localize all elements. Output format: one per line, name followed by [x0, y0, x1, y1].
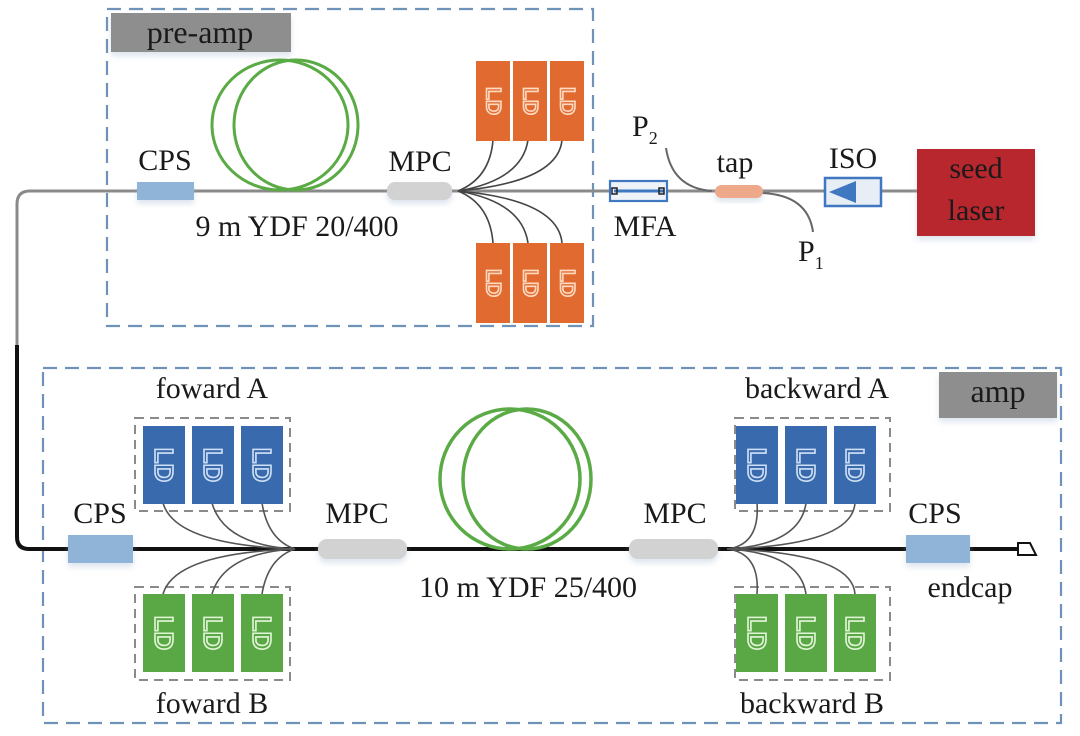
- pre-amp-fiber-coil: [210, 58, 360, 192]
- isolator-arrow-icon: [829, 181, 856, 203]
- p1-subscript: 1: [815, 253, 824, 273]
- forward-b-ld-3: [241, 594, 283, 672]
- forward-a-label: foward A: [156, 372, 269, 405]
- seed-laser: [917, 149, 1035, 236]
- backward-a-ld-3-label: LD: [840, 448, 870, 483]
- backward-b-ld-group: LD LD LD: [736, 594, 876, 672]
- backward-b-box: [734, 586, 891, 681]
- backward-a-ld-group: LD LD LD: [736, 426, 876, 504]
- backward-a-ld-2: [785, 426, 827, 504]
- tap-p1-branch: [761, 192, 814, 233]
- forward-a-ld-3: [241, 426, 283, 504]
- pre-amp-ld-group-top: LD LD LD: [476, 61, 584, 141]
- amp-fiber-label: 10 m YDF 25/400: [419, 571, 637, 604]
- p1-label: P1: [798, 235, 824, 273]
- amp-cps-right: [906, 535, 970, 563]
- endcap-icon: [1017, 542, 1038, 556]
- forward-b-ld-group: LD LD LD: [143, 594, 283, 672]
- forward-pump-fibers: [162, 502, 296, 595]
- amp-fiber-coil: [438, 407, 593, 551]
- pre-amp-fiber-line: [15, 189, 920, 345]
- amp-cps-left-label: CPS: [73, 497, 126, 530]
- forward-a-ld-group: LD LD LD: [143, 426, 283, 504]
- forward-a-ld-1-label: LD: [149, 448, 179, 483]
- amp-frame: [41, 366, 1063, 725]
- p2-subscript: 2: [649, 128, 658, 148]
- forward-b-ld-1: [143, 594, 185, 672]
- backward-a-ld-1-label: LD: [742, 448, 772, 483]
- forward-b-label: foward B: [156, 687, 268, 720]
- amp-mpc-left-label: MPC: [325, 497, 388, 530]
- amp-mpc-right-label: MPC: [643, 497, 706, 530]
- backward-b-label: backward B: [740, 687, 884, 720]
- p2-label: P2: [632, 110, 658, 148]
- forward-a-ld-2: [192, 426, 234, 504]
- mfa-label: MFA: [614, 210, 677, 243]
- pre-amp-top-ld-1: [476, 61, 510, 141]
- pre-amp-ld-group-bottom: LD LD LD: [476, 243, 584, 323]
- iso-label: ISO: [829, 142, 877, 175]
- pre-amp-top-ld-3-label: LD: [556, 87, 579, 115]
- pre-amp-title: pre-amp: [147, 14, 254, 50]
- backward-a-label: backward A: [745, 372, 889, 405]
- backward-a-box: [734, 417, 891, 512]
- amp-mpc-right: [629, 539, 718, 559]
- forward-b-box: [134, 586, 291, 681]
- endcap-label: endcap: [928, 571, 1013, 604]
- pre-amp-tag: [111, 13, 291, 52]
- amp-mpc-left: [318, 539, 407, 559]
- backward-b-ld-1: [736, 594, 778, 672]
- tap-label: tap: [717, 146, 754, 179]
- amp-cps-left: [68, 535, 133, 563]
- pre-amp-cps: [137, 182, 194, 200]
- backward-a-ld-3: [834, 426, 876, 504]
- isolator: [823, 176, 883, 208]
- pre-amp-pump-fibers: [457, 139, 563, 244]
- backward-b-ld-3: [834, 594, 876, 672]
- tap-p2-branch: [665, 147, 713, 192]
- seed-laser-label-1: seed: [949, 152, 1002, 185]
- forward-a-ld-2-label: LD: [198, 448, 228, 483]
- backward-b-ld-2: [785, 594, 827, 672]
- pre-amp-mpc-label: MPC: [388, 145, 451, 178]
- forward-b-ld-2-label: LD: [198, 616, 228, 651]
- pre-amp-bottom-ld-2-label: LD: [519, 269, 542, 297]
- pre-amp-bottom-ld-2: [513, 243, 547, 323]
- backward-pump-fibers: [726, 502, 856, 595]
- forward-a-ld-1: [143, 426, 185, 504]
- backward-a-ld-2-label: LD: [791, 448, 821, 483]
- amp-cps-right-label: CPS: [908, 497, 961, 530]
- pre-amp-bottom-ld-3-label: LD: [556, 269, 579, 297]
- pre-amp-cps-label: CPS: [138, 144, 191, 177]
- forward-b-ld-3-label: LD: [247, 616, 277, 651]
- amp-title: amp: [970, 373, 1025, 409]
- pre-amp-bottom-ld-3: [550, 243, 584, 323]
- tap-coupler: [715, 185, 763, 198]
- backward-a-ld-1: [736, 426, 778, 504]
- amp-tag: [939, 372, 1057, 418]
- pre-amp-bottom-ld-1-label: LD: [482, 269, 505, 297]
- forward-a-box: [134, 417, 291, 512]
- forward-b-ld-1-label: LD: [149, 616, 179, 651]
- p1-main: P: [798, 235, 815, 268]
- forward-a-ld-3-label: LD: [247, 448, 277, 483]
- backward-b-ld-1-label: LD: [742, 616, 772, 651]
- pre-amp-frame: [105, 7, 595, 328]
- seed-laser-label-2: laser: [948, 194, 1005, 227]
- pre-amp-mpc: [387, 182, 452, 200]
- backward-b-ld-3-label: LD: [840, 616, 870, 651]
- amp-fiber-line: [15, 345, 1018, 551]
- mfa: [608, 179, 669, 203]
- pre-amp-top-ld-2-label: LD: [519, 87, 542, 115]
- pre-amp-top-ld-2: [513, 61, 547, 141]
- backward-b-ld-2-label: LD: [791, 616, 821, 651]
- p2-main: P: [632, 110, 649, 143]
- pre-amp-fiber-label: 9 m YDF 20/400: [195, 210, 398, 243]
- pre-amp-top-ld-3: [550, 61, 584, 141]
- pre-amp-bottom-ld-1: [476, 243, 510, 323]
- pre-amp-top-ld-1-label: LD: [482, 87, 505, 115]
- forward-b-ld-2: [192, 594, 234, 672]
